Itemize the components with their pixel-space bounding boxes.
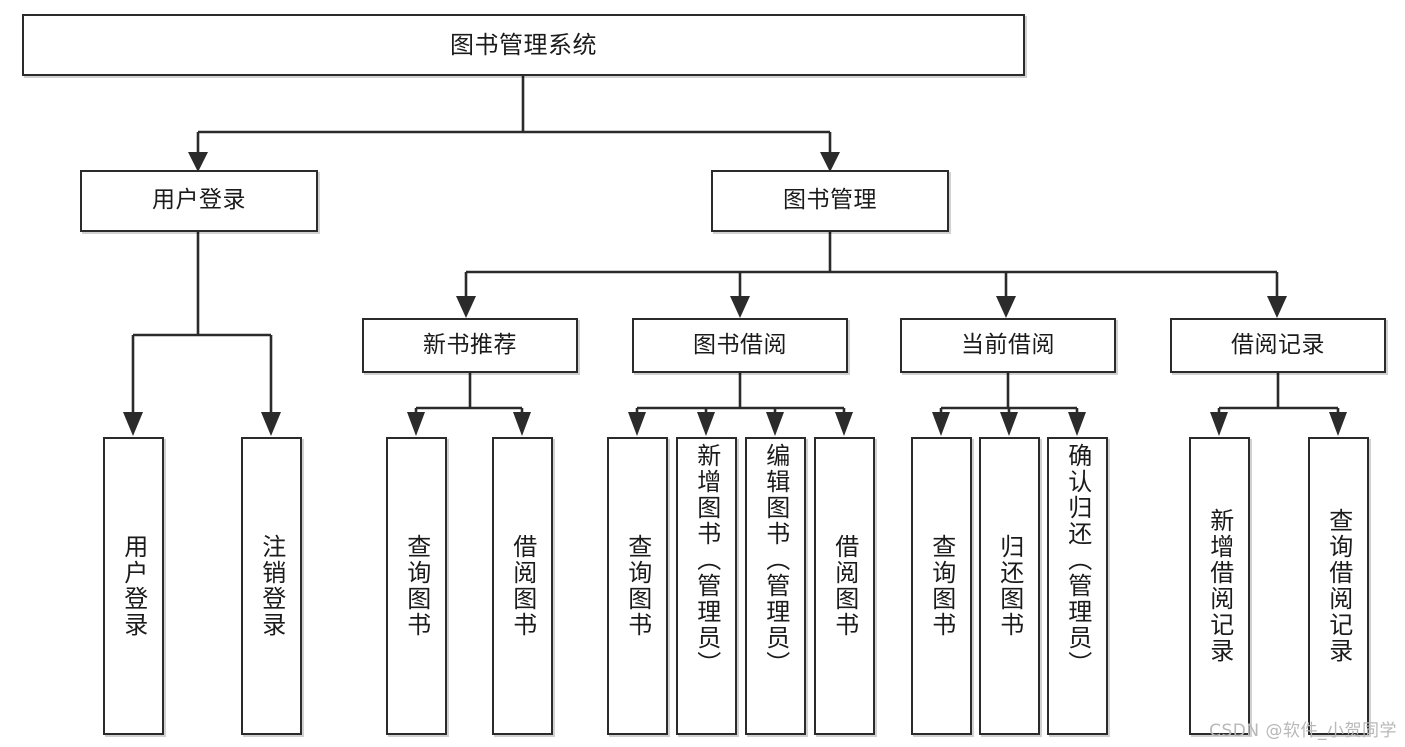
leaf-nsr-query-book[interactable]: 查询图书 — [386, 437, 447, 735]
node-new-book-recommend[interactable]: 新书推荐 — [362, 318, 578, 373]
leaf-jyjl-query-record[interactable]: 查询借阅记录 — [1308, 437, 1369, 735]
leaf-label: 借阅图书 — [830, 534, 859, 638]
leaf-label: 编辑图书（管理员） — [761, 443, 790, 677]
leaf-dqjy-query-book[interactable]: 查询图书 — [911, 437, 972, 735]
leaf-label: 查询借阅记录 — [1324, 508, 1353, 664]
arrowheads — [123, 152, 1347, 436]
leaf-user-login-login[interactable]: 用户登录 — [103, 437, 164, 735]
node-book-manage[interactable]: 图书管理 — [711, 170, 949, 232]
node-user-login[interactable]: 用户登录 — [80, 170, 318, 232]
leaf-label: 查询图书 — [927, 534, 956, 638]
leaf-dqjy-confirm-return[interactable]: 确认归还（管理员） — [1047, 437, 1108, 735]
node-book-manage-label: 图书管理 — [783, 187, 877, 214]
node-book-borrow-label: 图书借阅 — [693, 331, 787, 358]
leaf-user-login-logout[interactable]: 注销登录 — [241, 437, 302, 735]
leaf-label: 注销登录 — [257, 534, 286, 638]
leaf-nsr-borrow-book[interactable]: 借阅图书 — [492, 437, 553, 735]
node-borrow-record[interactable]: 借阅记录 — [1170, 318, 1386, 373]
node-current-borrow-label: 当前借阅 — [961, 331, 1055, 358]
leaf-label: 查询图书 — [402, 534, 431, 638]
watermark-text: CSDN @软件_小贺同学 — [1209, 721, 1397, 741]
leaf-label: 新增借阅记录 — [1205, 508, 1234, 664]
node-root[interactable]: 图书管理系统 — [22, 14, 1025, 76]
node-user-login-label: 用户登录 — [152, 187, 246, 214]
node-book-borrow[interactable]: 图书借阅 — [632, 318, 848, 373]
leaf-label: 归还图书 — [995, 534, 1024, 638]
leaf-label: 确认归还（管理员） — [1063, 443, 1092, 677]
leaf-label: 用户登录 — [119, 534, 148, 638]
leaf-label: 借阅图书 — [508, 534, 537, 638]
node-borrow-record-label: 借阅记录 — [1231, 331, 1325, 358]
leaf-dqjy-return-book[interactable]: 归还图书 — [979, 437, 1040, 735]
leaf-label: 新增图书（管理员） — [692, 443, 721, 677]
node-new-book-recommend-label: 新书推荐 — [423, 331, 517, 358]
leaf-tsjy-query-book[interactable]: 查询图书 — [607, 437, 668, 735]
node-root-label: 图书管理系统 — [450, 30, 597, 59]
leaf-tsjy-borrow-book[interactable]: 借阅图书 — [814, 437, 875, 735]
leaf-tsjy-edit-book[interactable]: 编辑图书（管理员） — [745, 437, 806, 735]
node-current-borrow[interactable]: 当前借阅 — [900, 318, 1116, 373]
leaf-label: 查询图书 — [623, 534, 652, 638]
leaf-jyjl-add-record[interactable]: 新增借阅记录 — [1189, 437, 1250, 735]
leaf-tsjy-add-book[interactable]: 新增图书（管理员） — [676, 437, 737, 735]
